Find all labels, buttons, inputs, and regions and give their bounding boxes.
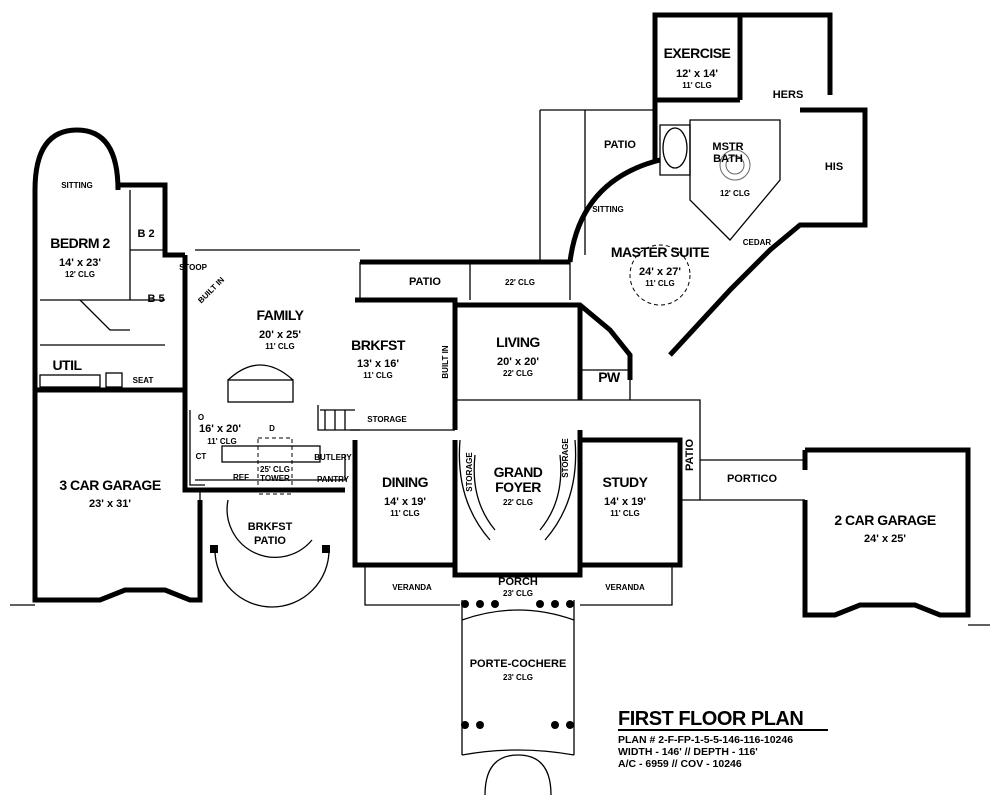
room-size-brkfst: 13' x 16' [357,358,399,370]
room-label-b2: B 2 [137,228,154,240]
room-label-mstr: MSTR [712,141,743,153]
room-clg-dining: 11' CLG [390,509,419,518]
room-label-brkfst: BRKFST [351,337,406,353]
master-walls [539,12,868,357]
front-walls [364,565,673,796]
room-label-porch: PORCH [498,576,538,588]
room-label-his: HIS [825,161,843,173]
room-label-patio-master: PATIO [604,139,636,151]
room-size-master-suite: 24' x 27' [639,266,681,278]
patio-top-walls [359,259,571,301]
room-clg-study: 11' CLG [610,509,639,518]
room-label-butlery: BUTLERY [314,453,352,462]
room-clg-master-suite: 11' CLG [645,279,674,288]
kitchen-dishwasher-label: D [269,424,275,433]
title-block: FIRST FLOOR PLAN PLAN # 2-F-FP-1-5-5-146… [618,708,828,770]
room-label-sitting-master: SITTING [592,205,624,214]
room-label-exercise: EXERCISE [664,45,731,61]
kitchen-oven-label: O [198,413,204,422]
room-label-master-suite: MASTER SUITE [611,244,709,260]
room-label-util: UTIL [52,357,82,373]
room-clg-mstr-bath: 12' CLG [720,189,750,198]
room-label-b5: B 5 [147,293,164,305]
room-label-brkfst-patio-2: PATIO [254,535,286,547]
room-clg-foyer: 22' CLG [503,498,533,507]
plan-dimensions: WIDTH - 146' // DEPTH - 116' [618,746,758,758]
room-label-hers: HERS [773,89,804,101]
room-label-patio-side: PATIO [684,439,696,471]
core-walls [350,297,701,568]
room-label-garage2: 2 CAR GARAGE [834,512,936,528]
room-label-cedar: CEDAR [743,238,772,247]
brkfst-patio-shape [210,499,330,608]
room-label-living: LIVING [496,334,540,350]
room-label-grand: GRAND [494,464,543,480]
room-label-garage3: 3 CAR GARAGE [59,477,161,493]
plan-number: PLAN # 2-F-FP-1-5-5-146-116-10246 [618,734,793,746]
room-clg-family: 11' CLG [265,342,294,351]
tower-label: TOWER [260,474,290,483]
room-clg-exercise: 11' CLG [682,81,711,90]
room-label-built-in-1: BUILT IN [196,275,226,305]
columns [461,600,574,729]
room-label-patio-top: PATIO [409,276,441,288]
room-size-garage3: 23' x 31' [89,498,131,510]
room-label-seat: SEAT [133,376,154,385]
plan-area: A/C - 6959 // COV - 10246 [618,758,742,770]
room-label-brkfst-patio-1: BRKFST [248,521,293,533]
room-label-storage-1: STORAGE [367,415,407,424]
room-label-veranda-right: VERANDA [605,583,645,592]
room-clg-kitchen: 11' CLG [207,437,236,446]
room-label-porte-cochere: PORTE-COCHERE [470,658,567,670]
garage2-walls [700,447,990,626]
room-label-portico: PORTICO [727,473,778,485]
room-size-garage2: 24' x 25' [864,533,906,545]
room-clg-brkfst: 11' CLG [363,371,392,380]
room-label-study: STUDY [603,474,649,490]
room-size-study: 14' x 19' [604,496,646,508]
room-label-bath: BATH [713,153,743,165]
tower-clg: 25' CLG [260,465,290,474]
room-clg-porch: 23' CLG [503,589,533,598]
room-label-sitting-bed: SITTING [61,181,93,190]
room-label-family: FAMILY [256,307,304,323]
room-size-kitchen: 16' x 20' [199,423,241,435]
kitchen-ref-label: REF [233,473,249,482]
room-label-storage-2: STORAGE [465,452,474,492]
room-label-dining: DINING [382,474,429,490]
room-size-family: 20' x 25' [259,329,301,341]
room-size-dining: 14' x 19' [384,496,426,508]
room-label-foyer: FOYER [495,479,541,495]
room-clg-patio-top: 22' CLG [505,278,535,287]
room-label-storage-3: STORAGE [561,438,570,478]
family-walls [182,249,360,495]
room-label-stoop: STOOP [179,263,208,272]
room-label-pw: PW [598,369,621,385]
room-size-living: 20' x 20' [497,356,539,368]
kitchen-cooktop-label: CT [196,452,207,461]
room-size-bedrm2: 14' x 23' [59,257,101,269]
bedroom-wing-walls [32,127,185,393]
room-clg-porte-cochere: 23' CLG [503,673,533,682]
room-label-built-in-2: BUILT IN [441,345,450,378]
room-label-veranda-left: VERANDA [392,583,432,592]
room-clg-living: 22' CLG [503,369,533,378]
room-size-exercise: 12' x 14' [676,68,718,80]
plan-title: FIRST FLOOR PLAN [618,708,803,730]
room-label-pantry: PANTRY [317,475,350,484]
room-label-bedrm2: BEDRM 2 [50,235,110,251]
room-clg-bedrm2: 12' CLG [65,270,95,279]
